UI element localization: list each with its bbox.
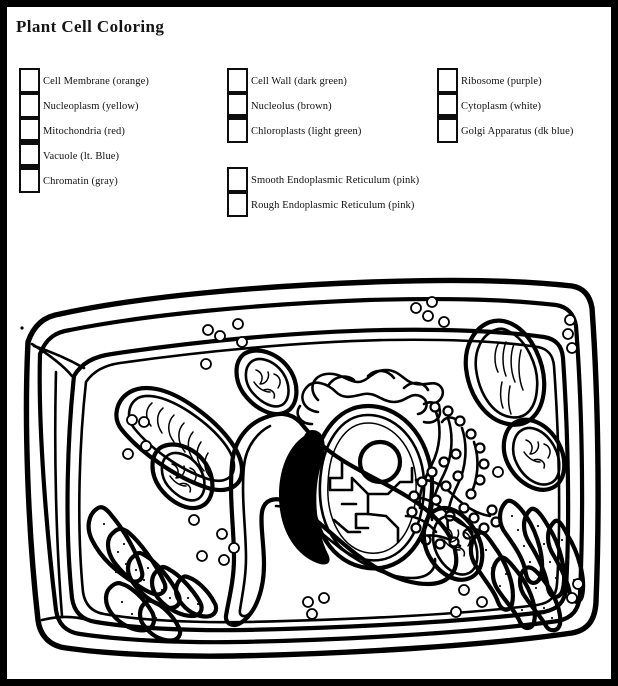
ribosome-icon <box>406 401 502 550</box>
key-label-ribosome: Ribosome (purple) <box>461 76 542 87</box>
key-label-cell-wall: Cell Wall (dark green) <box>251 76 347 87</box>
chromatin-icon <box>328 458 414 544</box>
key-label-chromatin: Chromatin (gray) <box>43 176 118 187</box>
checkbox-golgi-apparatus[interactable] <box>437 118 458 143</box>
key-label-nucleoplasm: Nucleoplasm (yellow) <box>43 101 139 112</box>
ink-speck <box>20 326 24 330</box>
checkbox-cytoplasm[interactable] <box>437 93 458 118</box>
checkbox-nucleolus[interactable] <box>227 93 248 118</box>
key-label-smooth-endoplasmic-reticulum: Smooth Endoplasmic Reticulum (pink) <box>251 175 420 186</box>
chloroplast-icon <box>114 385 245 493</box>
chloroplast-icon <box>463 318 547 427</box>
golgi-stipple <box>484 514 576 620</box>
key-label-vacuole: Vacuole (lt. Blue) <box>43 151 120 162</box>
cell-membrane-icon <box>65 327 571 633</box>
smooth-endoplasmic-reticulum-icon <box>296 368 445 426</box>
checkbox-cell-wall[interactable] <box>227 68 248 93</box>
checkbox-rough-endoplasmic-reticulum[interactable] <box>227 192 248 217</box>
checkbox-cell-membrane[interactable] <box>19 68 40 93</box>
mitochondrion-icon <box>421 505 485 582</box>
checkbox-mitochondria[interactable] <box>19 118 40 143</box>
page-title: Plant Cell Coloring <box>16 17 165 36</box>
key-label-cytoplasm: Cytoplasm (white) <box>461 101 542 112</box>
key-label-nucleolus: Nucleolus (brown) <box>251 101 332 112</box>
plant-cell-diagram <box>12 272 611 677</box>
key-label-mitochondria: Mitochondria (red) <box>43 126 125 137</box>
nucleus-icon <box>279 403 435 571</box>
key-label-cell-membrane: Cell Membrane (orange) <box>43 76 149 87</box>
key-label-chloroplasts: Chloroplasts (light green) <box>251 126 362 137</box>
checkbox-ribosome[interactable] <box>437 68 458 93</box>
key-label-golgi-apparatus: Golgi Apparatus (dk blue) <box>461 126 574 137</box>
cell-wall-icon <box>23 277 601 659</box>
nucleolus-icon <box>357 439 403 485</box>
checkbox-smooth-endoplasmic-reticulum[interactable] <box>227 167 248 192</box>
golgi-apparatus-icon <box>86 505 219 643</box>
checkbox-nucleoplasm[interactable] <box>19 93 40 118</box>
ribosome-icon <box>122 296 584 620</box>
rough-endoplasmic-reticulum-icon <box>404 401 502 550</box>
mitochondrion-icon <box>234 348 299 417</box>
checkbox-chromatin[interactable] <box>19 168 40 193</box>
mitochondrion-icon <box>150 442 215 511</box>
golgi-apparatus-icon <box>468 498 586 633</box>
mitochondrion-icon <box>501 417 567 492</box>
checkbox-chloroplasts[interactable] <box>227 118 248 143</box>
checkbox-vacuole[interactable] <box>19 143 40 168</box>
key-label-rough-endoplasmic-reticulum: Rough Endoplasmic Reticulum (pink) <box>251 200 415 211</box>
golgi-stipple <box>102 522 200 632</box>
